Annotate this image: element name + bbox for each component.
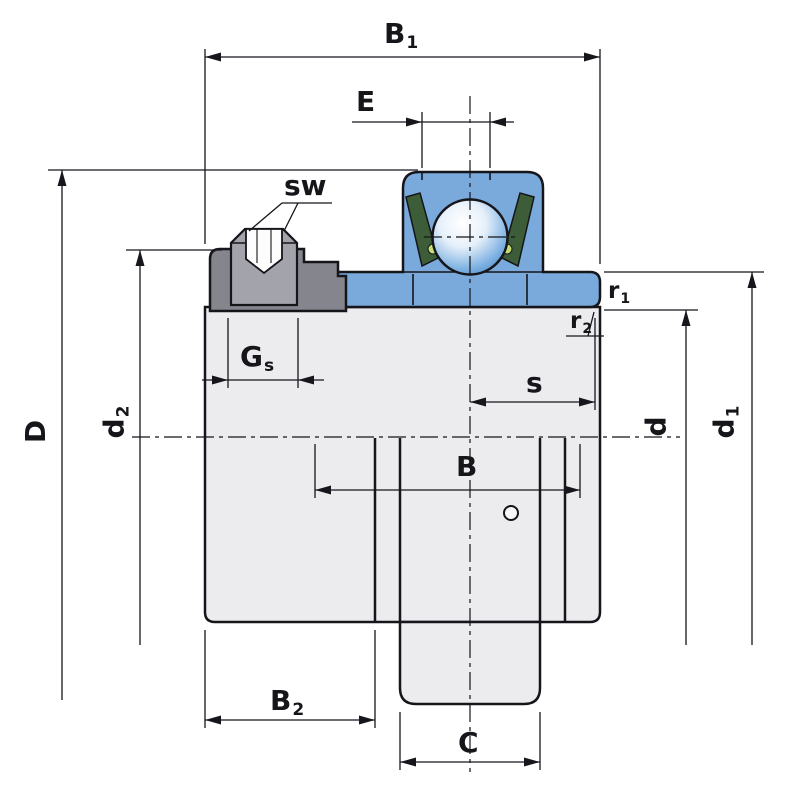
dim-label-b: B (456, 450, 478, 483)
silhouette-edges (373, 438, 567, 621)
dimension-arrowheads (57, 52, 757, 767)
dimension-lines (48, 49, 764, 770)
dim-label-e: E (356, 85, 376, 118)
centerlines (132, 96, 680, 772)
hex-socket (245, 228, 283, 275)
dim-label-sw: sw (284, 169, 327, 202)
hex-socket-flats (256, 229, 272, 263)
dim-label-c: C (458, 726, 479, 759)
housing-body (203, 305, 602, 624)
dim-label-d-bore: d (639, 416, 673, 437)
dim-label-d-outer: D (19, 419, 53, 444)
dim-label-s: s (526, 366, 543, 399)
lubrication-hole (503, 505, 519, 521)
